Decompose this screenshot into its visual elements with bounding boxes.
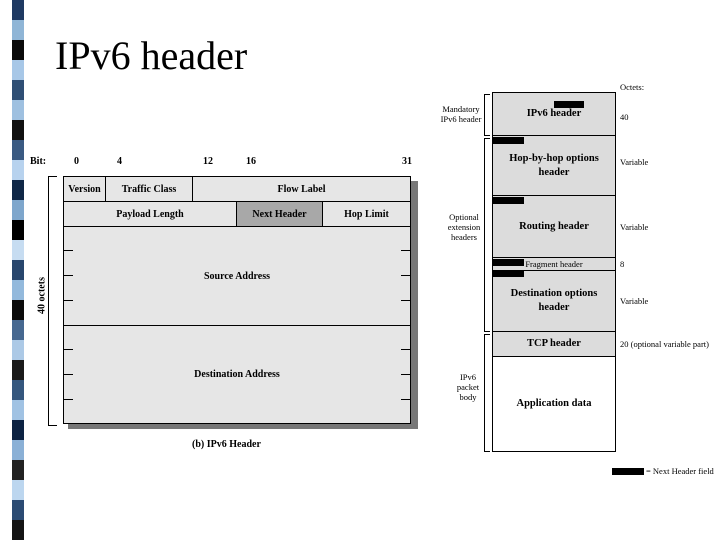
tick [401,275,411,276]
source-address-field: Source Address [63,226,411,326]
next-header-marker [554,101,584,108]
tick [401,250,411,251]
strip-square [12,460,24,480]
strip-square [12,180,24,200]
label-optional: Optional extension headers [447,212,481,242]
strip-square [12,20,24,40]
strip-square [12,340,24,360]
strip-square [12,240,24,260]
strip-square [12,200,24,220]
size-routing: Variable [620,222,649,232]
bit-0: 0 [74,156,79,167]
strip-square [12,320,24,340]
decorative-strip [0,0,30,540]
stack-tcp: TCP header [492,331,616,357]
strip-square [12,420,24,440]
stack-application-data: Application data [492,356,616,452]
strip-square [12,520,24,540]
tick [63,250,73,251]
strip-square [12,400,24,420]
stack-routing: Routing header [492,195,616,258]
next-header-field: Next Header [236,201,323,227]
next-header-marker [492,270,524,277]
bit-4: 4 [117,156,122,167]
bit-12: 12 [203,156,213,167]
next-header-marker [492,259,524,266]
stack-destination-options: Destination options header [492,270,616,332]
label-body: IPv6 packet body [456,372,480,402]
strip-square [12,80,24,100]
payload-length-field: Payload Length [63,201,237,227]
next-header-marker [492,197,524,204]
strip-square [12,60,24,80]
strip-square [12,100,24,120]
legend-marker [612,468,644,475]
bit-31: 31 [402,156,412,167]
tick [63,399,73,400]
version-field: Version [63,176,106,202]
tick [401,374,411,375]
size-tcp: 20 (optional variable part) [620,339,709,349]
strip-square [12,160,24,180]
octets-side-label: 40 octets [36,277,48,314]
strip-square [12,0,24,20]
strip-square [12,360,24,380]
strip-square [12,480,24,500]
traffic-class-field: Traffic Class [105,176,193,202]
octets-bracket [48,176,57,426]
stack-ipv6-header: IPv6 header [492,92,616,136]
flow-label-field: Flow Label [192,176,411,202]
stack-destination-options-label: Destination options header [510,288,598,313]
tick [401,300,411,301]
strip-square [12,380,24,400]
strip-square [12,500,24,520]
tick [401,399,411,400]
diagram-caption: (b) IPv6 Header [192,439,261,450]
strip-square [12,140,24,160]
strip-square [12,280,24,300]
stack-hop-by-hop: Hop-by-hop options header [492,135,616,196]
destination-address-field: Destination Address [63,325,411,424]
octets-label: Octets: [620,82,645,92]
strip-square [12,300,24,320]
stack-hop-by-hop-label: Hop-by-hop options header [509,152,599,178]
tick [63,374,73,375]
tick [63,275,73,276]
size-ipv6: 40 [620,112,629,122]
tick [63,349,73,350]
tick [63,300,73,301]
bit-label: Bit: [30,156,47,167]
strip-square [12,440,24,460]
strip-square [12,120,24,140]
hop-limit-field: Hop Limit [322,201,411,227]
size-hop-by-hop: Variable [620,157,649,167]
brace-optional [484,138,490,332]
brace-body [484,334,490,452]
brace-mandatory [484,94,490,136]
size-destination-options: Variable [620,296,649,306]
strip-square [12,260,24,280]
strip-square [12,220,24,240]
size-fragment: 8 [620,259,625,269]
next-header-marker [492,137,524,144]
legend-label: = Next Header field [646,466,714,476]
page-title: IPv6 header [55,33,248,78]
strip-square [12,40,24,60]
bit-16: 16 [246,156,256,167]
label-mandatory: Mandatory IPv6 header [440,104,482,124]
tick [401,349,411,350]
